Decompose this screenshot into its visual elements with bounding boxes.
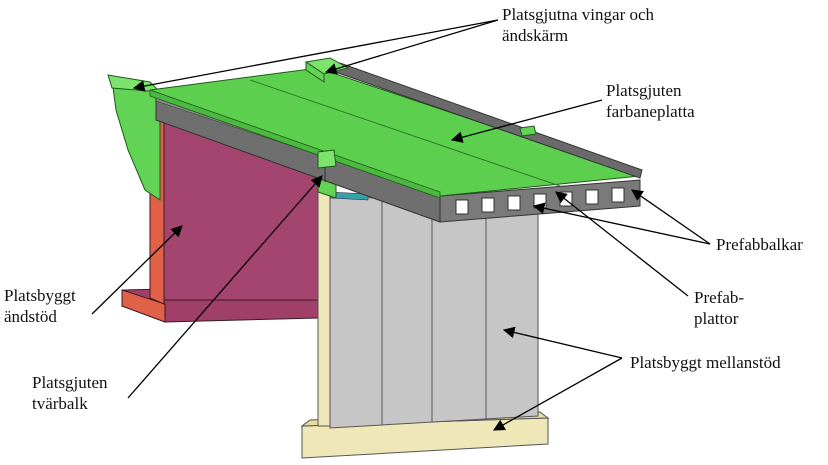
arrow-crossbeam (127, 175, 323, 399)
arrow-wings-left (132, 19, 499, 92)
label-pier-line1: Platsbyggt mellanstöd (630, 353, 781, 372)
label-abutment-line2: ändstöd (4, 307, 57, 326)
label-wings-line2: ändskärm (502, 26, 569, 45)
label-beams: Prefabbalkar (716, 234, 803, 255)
label-deck: Platsgjuten farbaneplatta (606, 80, 695, 122)
arrow-slabs (555, 191, 689, 297)
arrow-beams-1 (532, 202, 711, 245)
label-wings: Platsgjutna vingar och ändskärm (502, 4, 654, 46)
label-crossbeam: Platsgjuten tvärbalk (32, 372, 108, 414)
label-crossbeam-line2: tvärbalk (32, 394, 88, 413)
pointer-arrows (91, 19, 711, 431)
label-slabs-line2: plattor (694, 309, 739, 328)
label-abutment-line1: Platsbyggt (4, 286, 76, 305)
label-deck-line2: farbaneplatta (606, 102, 695, 121)
label-wings-line1: Platsgjutna vingar och (502, 5, 655, 24)
arrow-pier-1 (502, 326, 623, 359)
label-abutment: Platsbyggt ändstöd (4, 285, 76, 327)
arrow-abutment (91, 225, 183, 315)
arrow-pier-2 (492, 357, 623, 431)
label-deck-line1: Platsgjuten (606, 81, 682, 100)
label-crossbeam-line1: Platsgjuten (32, 373, 108, 392)
label-pier: Platsbyggt mellanstöd (630, 352, 781, 373)
label-slabs: Prefab- plattor (694, 287, 744, 329)
arrow-deck (450, 99, 603, 143)
arrow-beams-2 (631, 189, 711, 245)
arrow-wings-right (324, 19, 499, 75)
label-beams-line1: Prefabbalkar (716, 235, 803, 254)
superstructure (149, 57, 643, 223)
label-slabs-line1: Prefab- (694, 288, 745, 307)
